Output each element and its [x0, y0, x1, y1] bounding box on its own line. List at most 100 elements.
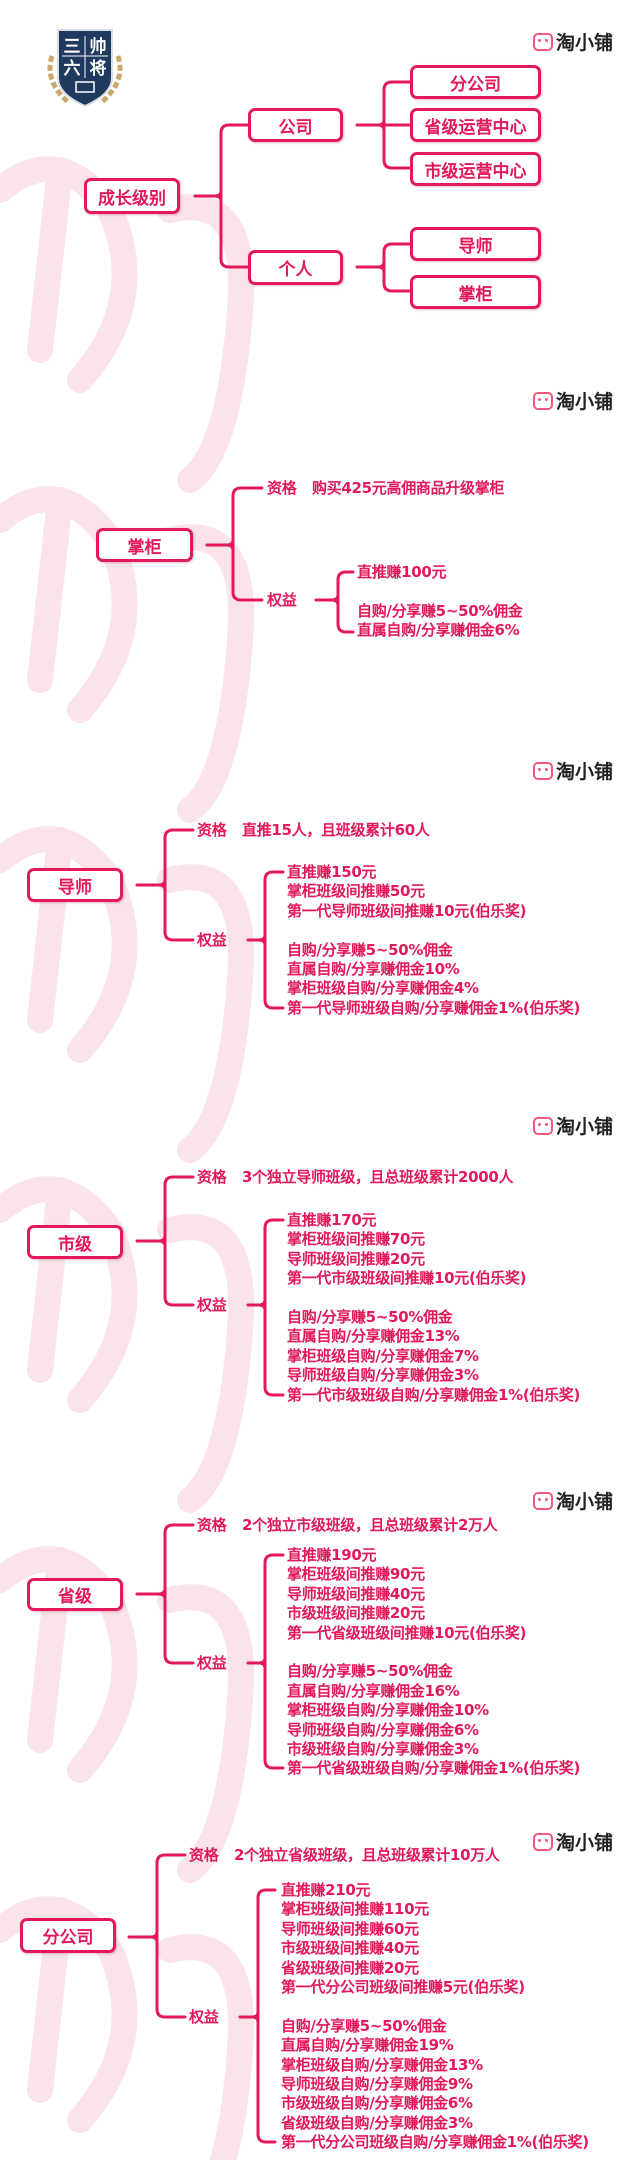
benefit-label: 权益	[189, 2008, 219, 2026]
qualification-label: 资格	[189, 1846, 219, 1864]
bracket-personal-prong	[355, 260, 386, 274]
benefit-item: 自购/分享赚5~50%佣金	[281, 2017, 447, 2035]
benefit-item: 直推赚210元	[281, 1881, 371, 1899]
node-personal[interactable]: 个人	[248, 250, 343, 285]
benefit-item: 自购/分享赚5~50%佣金	[287, 1308, 453, 1326]
qualification-label: 资格	[197, 1516, 227, 1534]
benefit-item: 直推赚150元	[287, 863, 377, 881]
benefit-item: 直属自购/分享赚佣金19%	[281, 2036, 454, 2054]
level-title-box[interactable]: 导师	[27, 868, 123, 902]
qualification-text: 2个独立省级班级，且总班级累计10万人	[234, 1846, 500, 1864]
brand-name: 淘小铺	[556, 32, 614, 54]
benefit-item: 直属自购/分享赚佣金13%	[287, 1327, 460, 1345]
brand-box-icon	[533, 1116, 553, 1135]
svg-text:三: 三	[64, 37, 81, 57]
benefit-item: 市级班级自购/分享赚佣金3%	[287, 1740, 479, 1758]
benefit-item: 市级班级间推赚40元	[281, 1939, 419, 1957]
benefit-item: 直推赚190元	[287, 1546, 377, 1564]
bracket-root-prong	[193, 189, 223, 203]
bracket-level	[163, 1523, 195, 1665]
qualification-text: 购买425元高佣商品升级掌柜	[312, 479, 505, 497]
benefit-item: 自购/分享赚5~50%佣金	[287, 941, 453, 959]
bracket-root	[219, 123, 250, 269]
benefit-item: 直属自购/分享赚佣金16%	[287, 1682, 460, 1700]
level-title-box[interactable]: 掌柜	[96, 528, 193, 562]
benefit-item: 掌柜班级自购/分享赚佣金13%	[281, 2056, 483, 2074]
bracket-benefits-prong	[246, 1656, 267, 1670]
node-root[interactable]: 成长级别	[84, 178, 180, 214]
benefit-item: 第一代分公司班级自购/分享赚佣金1%(伯乐奖)	[281, 2133, 589, 2151]
qualification-label: 资格	[267, 479, 297, 497]
benefit-item: 自购/分享赚5~50%佣金	[287, 1662, 453, 1680]
benefit-item: 掌柜班级间推赚50元	[287, 882, 425, 900]
benefit-item: 直属自购/分享赚佣金10%	[287, 960, 460, 978]
level-title-box[interactable]: 省级	[27, 1578, 123, 1611]
benefit-label: 权益	[197, 1296, 227, 1314]
brand-box-icon	[533, 32, 553, 51]
benefit-label: 权益	[197, 931, 227, 949]
bracket-level-prong	[205, 538, 235, 552]
benefit-item: 掌柜班级间推赚90元	[287, 1565, 425, 1583]
brand-box-icon	[533, 1491, 553, 1510]
bracket-level-prong	[135, 1234, 167, 1248]
benefit-item: 掌柜班级自购/分享赚佣金10%	[287, 1701, 489, 1719]
node-personal-child[interactable]: 掌柜	[410, 275, 541, 309]
benefit-item: 掌柜班级自购/分享赚佣金4%	[287, 979, 479, 997]
node-personal-child[interactable]: 导师	[410, 227, 541, 261]
brand-name: 淘小铺	[556, 1491, 614, 1513]
benefit-item: 第一代导师班级间推赚10元(伯乐奖)	[287, 902, 527, 920]
svg-text:帅: 帅	[90, 36, 107, 57]
bracket-level	[163, 1175, 195, 1307]
benefit-item: 省级班级自购/分享赚佣金3%	[281, 2114, 473, 2132]
node-company-child[interactable]: 市级运营中心	[410, 152, 541, 186]
node-company[interactable]: 公司	[248, 108, 343, 142]
benefit-item: 第一代省级班级自购/分享赚佣金1%(伯乐奖)	[287, 1759, 581, 1777]
brand-box-icon	[533, 391, 553, 410]
bracket-benefits-prong	[238, 2010, 260, 2024]
qualification-text: 直推15人，且班级累计60人	[242, 821, 430, 839]
bracket-benefits-prong	[246, 1298, 267, 1312]
qualification-label: 资格	[197, 1168, 227, 1186]
qualification-label: 资格	[197, 821, 227, 839]
brand-name: 淘小铺	[556, 391, 614, 413]
school-logo: 三 帅 六 将	[38, 26, 132, 110]
benefit-item: 导师班级间推赚40元	[287, 1585, 425, 1603]
brand-box-icon	[533, 761, 553, 780]
benefit-label: 权益	[197, 1654, 227, 1672]
brand-logo: 淘小铺	[533, 1112, 613, 1139]
svg-text:六: 六	[64, 58, 81, 79]
benefit-item: 第一代市级班级自购/分享赚佣金1%(伯乐奖)	[287, 1386, 581, 1404]
benefit-item: 掌柜班级自购/分享赚佣金7%	[287, 1347, 479, 1365]
brand-logo: 淘小铺	[533, 757, 613, 784]
level-title-box[interactable]: 市级	[27, 1225, 123, 1259]
node-company-child[interactable]: 省级运营中心	[410, 108, 541, 142]
benefit-item: 掌柜班级间推赚110元	[281, 1900, 430, 1918]
bracket-level-prong	[135, 878, 167, 892]
benefit-item: 第一代分公司班级间推赚5元(伯乐奖)	[281, 1978, 525, 1996]
brand-logo: 淘小铺	[533, 1828, 613, 1855]
bracket-level-prong	[135, 1587, 167, 1601]
benefit-item: 省级班级间推赚20元	[281, 1959, 419, 1977]
brand-logo: 淘小铺	[533, 28, 613, 55]
benefit-label: 权益	[267, 591, 297, 609]
bracket-company	[382, 80, 412, 170]
level-title-box[interactable]: 分公司	[20, 1918, 116, 1953]
brand-box-icon	[533, 1832, 553, 1851]
bracket-level-prong	[127, 1930, 159, 1944]
bracket-company-prong	[355, 118, 386, 132]
brand-logo: 淘小铺	[533, 387, 613, 414]
benefit-item: 第一代市级班级间推赚10元(伯乐奖)	[287, 1269, 527, 1287]
benefit-item: 直属自购/分享赚佣金6%	[357, 621, 520, 639]
benefit-item: 第一代导师班级自购/分享赚佣金1%(伯乐奖)	[287, 999, 581, 1017]
benefit-item: 导师班级自购/分享赚佣金9%	[281, 2075, 473, 2093]
benefit-item: 第一代省级班级间推赚10元(伯乐奖)	[287, 1624, 527, 1642]
node-company-child[interactable]: 分公司	[410, 65, 541, 99]
qualification-text: 3个独立导师班级，且总班级累计2000人	[242, 1168, 514, 1186]
benefit-item: 导师班级自购/分享赚佣金3%	[287, 1366, 479, 1384]
brand-logo: 淘小铺	[533, 1487, 613, 1514]
brand-name: 淘小铺	[556, 761, 614, 783]
bracket-level	[231, 486, 264, 602]
bracket-benefits	[263, 870, 285, 1010]
bracket-level	[155, 1853, 187, 2019]
bracket-benefits-prong	[314, 593, 340, 607]
